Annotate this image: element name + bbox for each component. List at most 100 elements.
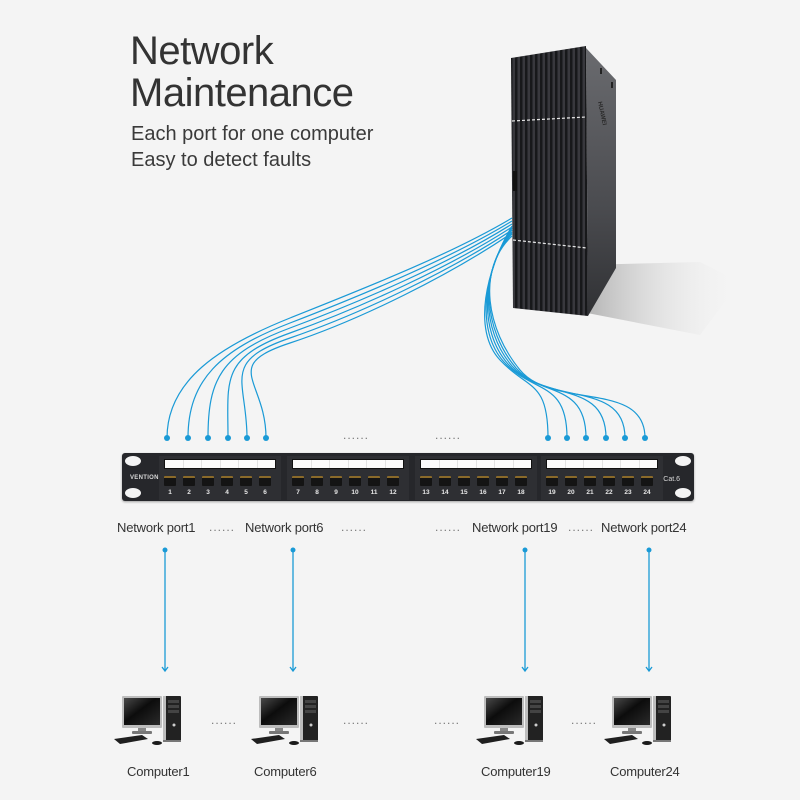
desktop-computer-icon: [472, 690, 548, 754]
port-number: 13: [422, 489, 430, 496]
rj45-port-1[interactable]: [164, 476, 176, 486]
cable-connector-dot: [564, 435, 570, 441]
cable-connector-dot: [583, 435, 589, 441]
desktop-computer-icon: [247, 690, 323, 754]
server-front-panel: [511, 46, 588, 316]
port-number: 8: [315, 489, 319, 496]
rj45-port-6[interactable]: [259, 476, 271, 486]
rj45-port-7[interactable]: [292, 476, 304, 486]
network-cable-port-4: [227, 226, 513, 439]
network-cable-port-22: [487, 231, 607, 439]
server-stripe-bottom: [512, 239, 588, 249]
rj45-port-4[interactable]: [221, 476, 233, 486]
ellipsis: ......: [571, 713, 598, 727]
mounting-hole: [125, 456, 141, 466]
rj45-port-19[interactable]: [546, 476, 558, 486]
label-strip: [164, 459, 276, 469]
subtitle-line-1: Each port for one computer: [131, 123, 374, 145]
cable-connector-dot: [164, 435, 170, 441]
network-cable-port-24: [489, 235, 646, 439]
arrow-to-computer24: [645, 547, 653, 673]
cable-connector-dot: [545, 435, 551, 441]
rj45-port-18[interactable]: [515, 476, 527, 486]
network-cable-port-21: [486, 229, 587, 439]
network-cable-port-5: [241, 229, 513, 439]
network-cable-port-20: [485, 227, 568, 439]
ellipsis: ......: [343, 713, 370, 727]
panel-brand-logo: VENTION: [130, 475, 159, 481]
ellipsis: ......: [434, 713, 461, 727]
label-strip: [292, 459, 404, 469]
server-brand-label: HUAWEI: [596, 101, 607, 126]
port-number: 3: [206, 489, 210, 496]
network-cable-port-19: [484, 225, 549, 439]
network-cable-port-6: [250, 232, 513, 439]
server-shadow: [582, 262, 740, 335]
rj45-port-11[interactable]: [368, 476, 380, 486]
network-cable-port-23: [488, 233, 626, 439]
cable-connector-dot: [603, 435, 609, 441]
server-stripe-top: [511, 116, 587, 122]
port-number: 15: [460, 489, 468, 496]
computer-label-6: Computer6: [254, 764, 317, 779]
cable-connector-dot: [622, 435, 628, 441]
ellipsis: ......: [341, 520, 368, 534]
rj45-port-8[interactable]: [311, 476, 323, 486]
port-number: 16: [479, 489, 487, 496]
cable-connector-dot: [185, 435, 191, 441]
rj45-port-3[interactable]: [202, 476, 214, 486]
rj45-port-9[interactable]: [330, 476, 342, 486]
port-number: 17: [498, 489, 506, 496]
rj45-port-17[interactable]: [496, 476, 508, 486]
rj45-port-15[interactable]: [458, 476, 470, 486]
port-number: 12: [389, 489, 397, 496]
subtitle: Each port for one computer Easy to detec…: [131, 121, 373, 173]
rj45-port-2[interactable]: [183, 476, 195, 486]
cable-connector-dot: [263, 435, 269, 441]
rj45-port-10[interactable]: [349, 476, 361, 486]
port-number: 11: [370, 489, 378, 496]
cable-bundle: [164, 217, 648, 441]
ellipsis: ......: [209, 520, 236, 534]
server-cabinet-icon: HUAWEI: [511, 46, 616, 316]
port-number: 14: [441, 489, 449, 496]
rj45-port-24[interactable]: [641, 476, 653, 486]
cable-connector-dot: [225, 435, 231, 441]
port-label-1: Network port1: [117, 520, 196, 535]
panel-category-label: Cat.6: [663, 476, 680, 483]
network-cable-port-2: [187, 220, 513, 439]
port-number: 21: [586, 489, 594, 496]
port-number: 18: [517, 489, 525, 496]
network-cable-port-3: [207, 223, 513, 439]
port-number: 2: [187, 489, 191, 496]
rj45-port-16[interactable]: [477, 476, 489, 486]
rj45-port-23[interactable]: [622, 476, 634, 486]
ellipsis: ......: [343, 428, 370, 442]
rj45-port-5[interactable]: [240, 476, 252, 486]
rj45-port-12[interactable]: [387, 476, 399, 486]
mounting-hole: [125, 488, 141, 498]
rj45-port-13[interactable]: [420, 476, 432, 486]
mounting-hole: [675, 488, 691, 498]
port-number: 5: [244, 489, 248, 496]
rj45-port-22[interactable]: [603, 476, 615, 486]
ellipsis: ......: [568, 520, 595, 534]
server-handle: [513, 171, 517, 191]
port-number: 4: [225, 489, 229, 496]
port-label-19: Network port19: [472, 520, 558, 535]
port-label-24: Network port24: [601, 520, 687, 535]
port-number: 24: [643, 489, 651, 496]
cable-connector-dot: [244, 435, 250, 441]
port-number: 7: [296, 489, 300, 496]
rj45-port-21[interactable]: [584, 476, 596, 486]
rj45-port-14[interactable]: [439, 476, 451, 486]
rj45-port-20[interactable]: [565, 476, 577, 486]
port-number: 20: [567, 489, 575, 496]
network-cable-port-1: [166, 217, 513, 439]
port-number: 23: [624, 489, 632, 496]
